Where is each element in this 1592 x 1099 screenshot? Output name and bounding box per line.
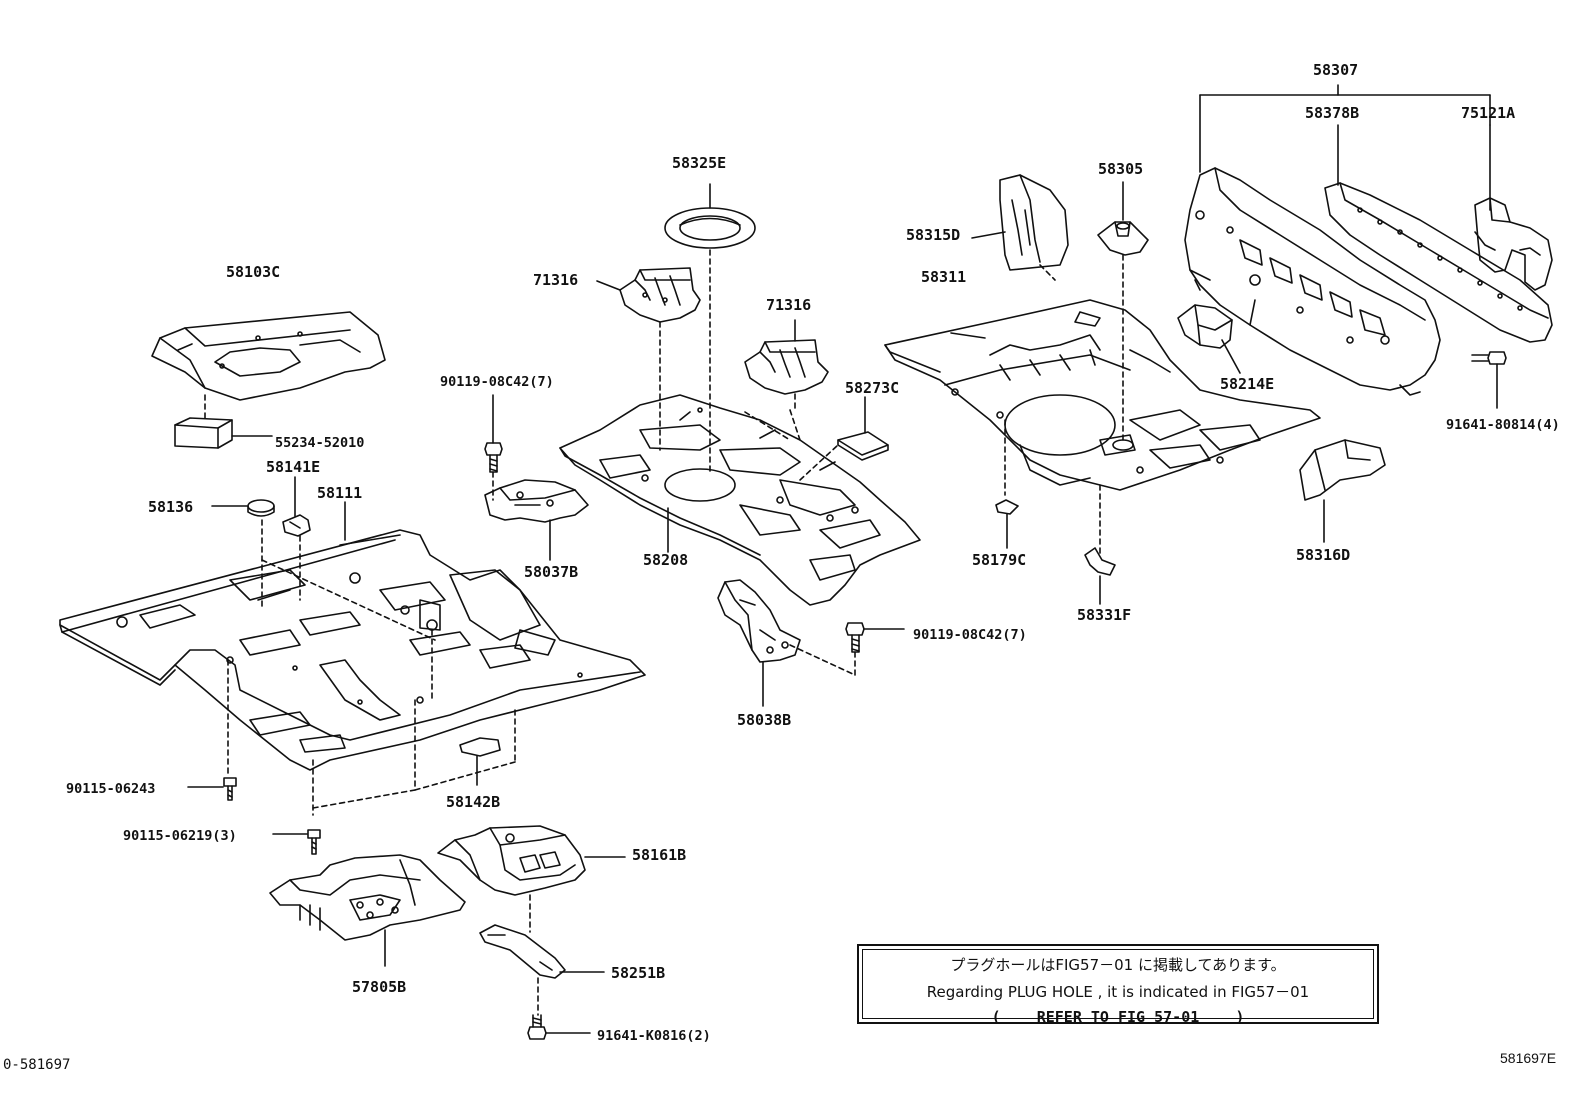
- label-58142b: 58142B: [446, 793, 501, 811]
- label-58378b: 58378B: [1305, 104, 1360, 122]
- footer-right-code: 581697E: [1500, 1050, 1557, 1066]
- part-58311-shape: [884, 299, 1321, 491]
- bolt-90115-06219-shape: [307, 829, 321, 855]
- label-55234-52010: 55234-52010: [275, 435, 365, 451]
- bolt-90119-top-shape: [484, 442, 503, 473]
- label-71316-lower: 71316: [766, 296, 812, 314]
- label-58038b: 58038B: [737, 711, 792, 729]
- label-58307: 58307: [1313, 61, 1359, 79]
- label-58141e: 58141E: [266, 458, 321, 476]
- part-58208-shape: [559, 394, 921, 606]
- part-58141e-shape: [282, 514, 311, 537]
- part-58325e-shape: [664, 207, 756, 249]
- label-58325e: 58325E: [672, 154, 727, 172]
- bolt-91641-k0816-shape: [527, 1014, 547, 1040]
- label-58037b: 58037B: [524, 563, 579, 581]
- note-line-japanese: プラグホールはFIG57－01 に掲載してあります。: [950, 956, 1286, 974]
- label-58311: 58311: [921, 268, 967, 286]
- label-58305: 58305: [1098, 160, 1144, 178]
- note-line-english: Regarding PLUG HOLE , it is indicated in…: [926, 983, 1310, 1001]
- label-75121a: 75121A: [1461, 104, 1516, 122]
- part-58214e-shape: [1177, 304, 1233, 349]
- part-58307-shape: [1184, 167, 1441, 396]
- part-58316d-shape: [1299, 439, 1386, 501]
- part-58038b-shape: [717, 579, 801, 663]
- label-58331f: 58331F: [1077, 606, 1132, 624]
- label-90115-06243: 90115-06243: [66, 781, 156, 797]
- label-58273c: 58273C: [845, 379, 900, 397]
- part-58161b-shape: [437, 825, 586, 896]
- label-58136: 58136: [148, 498, 194, 516]
- part-55234-shape: [174, 417, 233, 449]
- bolt-90115-06243-shape: [223, 777, 237, 801]
- label-71316-upper: 71316: [533, 271, 579, 289]
- part-58142b-shape: [459, 737, 501, 757]
- label-58179c: 58179C: [972, 551, 1027, 569]
- label-90119-08c42-mid: 90119-08C42(7): [913, 627, 1027, 643]
- part-58037b-shape: [484, 479, 589, 523]
- part-58331f-shape: [1084, 547, 1116, 576]
- part-71316-lower-shape: [744, 339, 829, 395]
- label-58161b: 58161B: [632, 846, 687, 864]
- label-58214e: 58214E: [1220, 375, 1275, 393]
- footer-left-code: 0-581697: [3, 1057, 71, 1073]
- part-58179c-shape: [995, 499, 1019, 515]
- label-91641-k0816: 91641-K0816(2): [597, 1028, 711, 1044]
- label-90119-08c42-top: 90119-08C42(7): [440, 374, 554, 390]
- part-71316-upper-shape: [619, 267, 701, 323]
- label-58208: 58208: [643, 551, 689, 569]
- part-58273c-shape: [837, 431, 889, 461]
- note-line-reference: ( REFER TO FIG 57-01 ): [991, 1008, 1245, 1026]
- label-58111: 58111: [317, 484, 363, 502]
- bolt-90119-mid-shape: [845, 622, 865, 653]
- label-90115-06219: 90115-06219(3): [123, 828, 237, 844]
- part-58103c-shape: [151, 311, 386, 401]
- label-57805b: 57805B: [352, 978, 407, 996]
- part-75121a-shape: [1474, 197, 1553, 291]
- label-91641-80814: 91641-80814(4): [1446, 417, 1560, 433]
- label-58316d: 58316D: [1296, 546, 1351, 564]
- part-58315d-shape: [999, 174, 1069, 271]
- label-58103c: 58103C: [226, 263, 281, 281]
- part-58136-shape: [247, 499, 275, 517]
- part-57805b-shape: [269, 854, 466, 941]
- part-58251b-shape: [479, 924, 566, 979]
- bolt-91641-80814-shape: [1471, 351, 1507, 365]
- part-58305-shape: [1097, 221, 1149, 256]
- part-58378b-shape: [1324, 182, 1553, 343]
- label-58251b: 58251B: [611, 964, 666, 982]
- label-58315d: 58315D: [906, 226, 961, 244]
- plug-hole-note-box: プラグホールはFIG57－01 に掲載してあります。 Regarding PLU…: [857, 944, 1379, 1026]
